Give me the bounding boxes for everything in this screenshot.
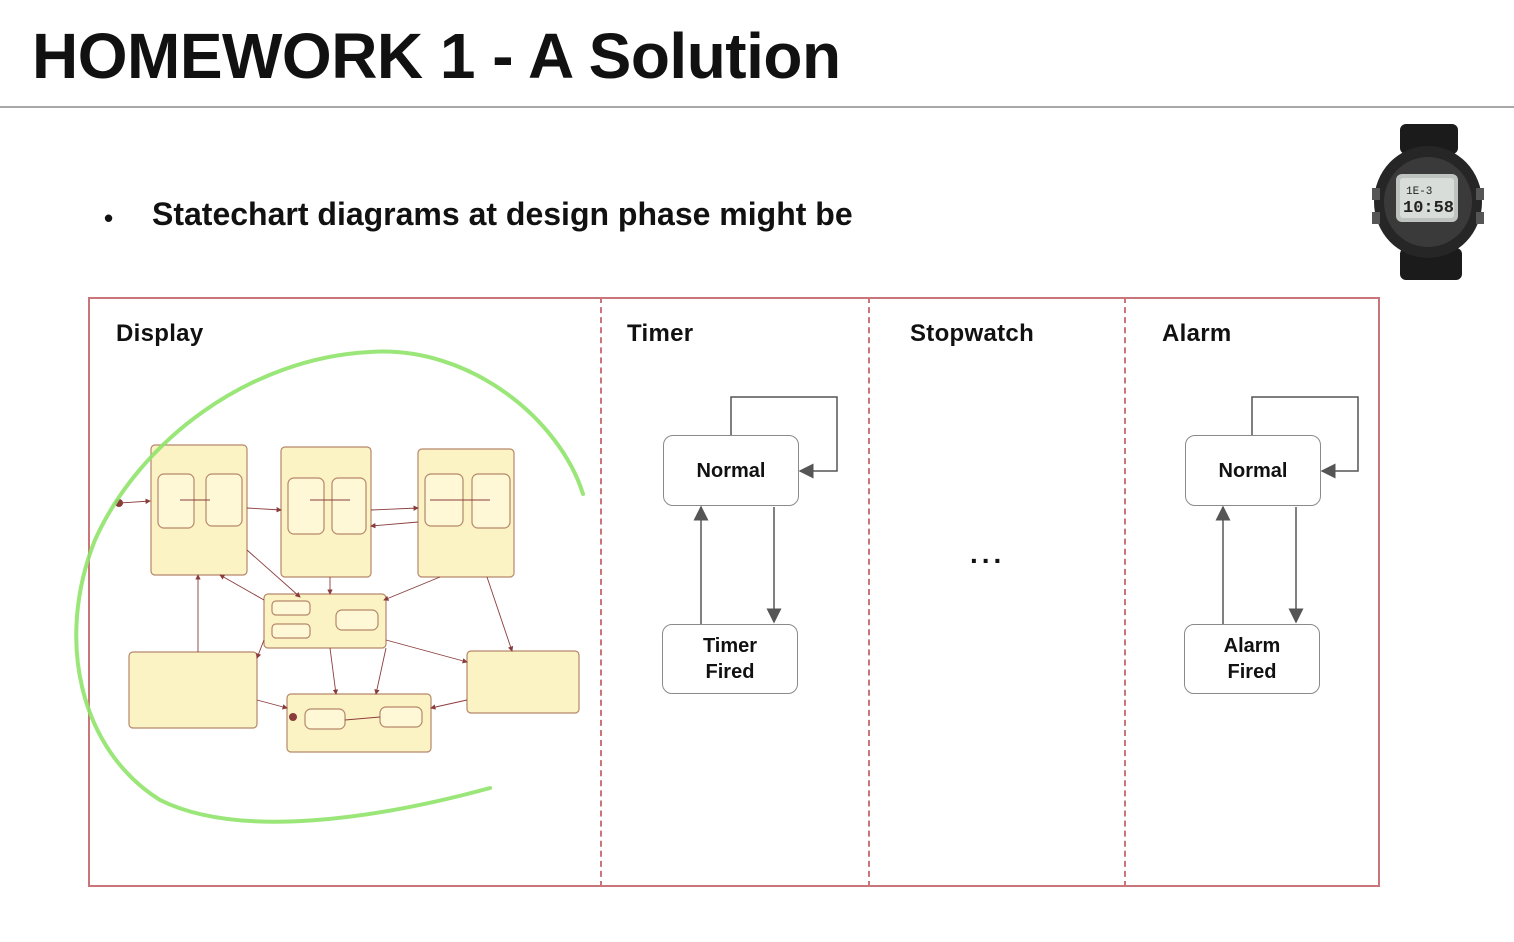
display-state-lower-left	[128, 651, 258, 729]
alarm-state-normal: Normal	[1185, 435, 1321, 506]
lane-title-alarm: Alarm	[1162, 320, 1232, 347]
lane-divider-3	[1124, 297, 1126, 887]
lane-title-stopwatch: Stopwatch	[910, 320, 1035, 347]
timer-self-transition	[730, 396, 838, 479]
wristwatch-image: 1E-3 10:58	[1372, 124, 1484, 280]
alarm-state-fired: Alarm Fired	[1184, 624, 1320, 694]
stopwatch-ellipsis: ...	[970, 538, 1006, 569]
lane-divider-2	[868, 297, 870, 887]
timer-state-fired: Timer Fired	[662, 624, 798, 694]
bullet-marker: •	[104, 203, 114, 233]
timer-state-normal: Normal	[663, 435, 799, 506]
statechart-frame	[88, 297, 1380, 887]
lane-divider-1	[600, 297, 602, 887]
svg-text:1E-3: 1E-3	[1406, 186, 1432, 198]
alarm-self-transition	[1251, 396, 1359, 479]
display-state-lower-right	[466, 650, 580, 714]
title-divider	[0, 106, 1514, 108]
display-statechart-thumbnail	[128, 444, 580, 753]
bullet-text: Statechart diagrams at design phase migh…	[152, 196, 853, 232]
highlight-circle	[74, 349, 585, 824]
alarm-state-normal-label: Normal	[1218, 459, 1288, 482]
timer-state-normal-label: Normal	[696, 459, 766, 482]
svg-text:10:58: 10:58	[1403, 199, 1454, 218]
lane-title-timer: Timer	[627, 320, 694, 347]
timer-state-fired-label: Timer Fired	[702, 635, 758, 683]
lane-title-display: Display	[116, 320, 204, 347]
alarm-state-fired-label: Alarm Fired	[1223, 635, 1281, 683]
slide-title: HOMEWORK 1 - A Solution	[32, 20, 841, 92]
